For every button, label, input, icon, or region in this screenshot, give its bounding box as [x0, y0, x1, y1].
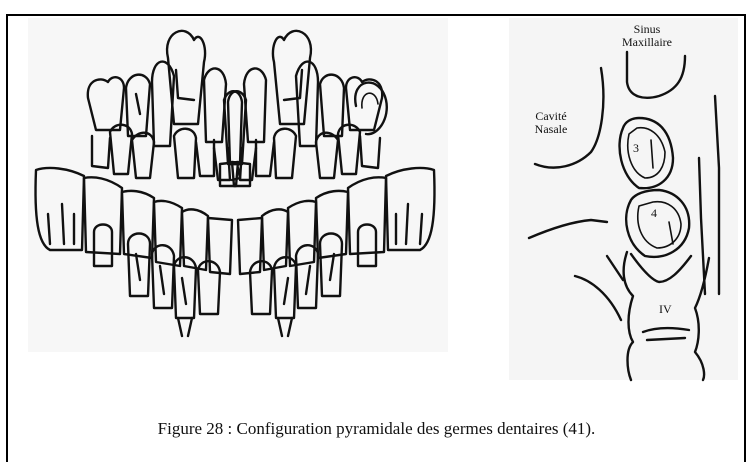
nasal-label-line2: Nasale — [516, 123, 586, 136]
germ-3-label: 3 — [633, 141, 639, 156]
figure-caption: Figure 28 : Configuration pyramidale des… — [0, 419, 753, 439]
maxillary-sinus-outline — [627, 52, 685, 98]
sinus-label-line2: Maxillaire — [602, 36, 692, 49]
sinus-label: Sinus Maxillaire — [602, 23, 692, 49]
germ-4-label: 4 — [651, 206, 657, 221]
tooth-iv-label: IV — [659, 302, 672, 317]
nasal-cavity-label: Cavité Nasale — [516, 110, 586, 136]
tooth-germ-4 — [626, 190, 689, 257]
cross-section-diagram — [509, 18, 738, 380]
tooth-germ-3 — [620, 118, 673, 188]
tooth-germs-illustration — [28, 18, 448, 352]
